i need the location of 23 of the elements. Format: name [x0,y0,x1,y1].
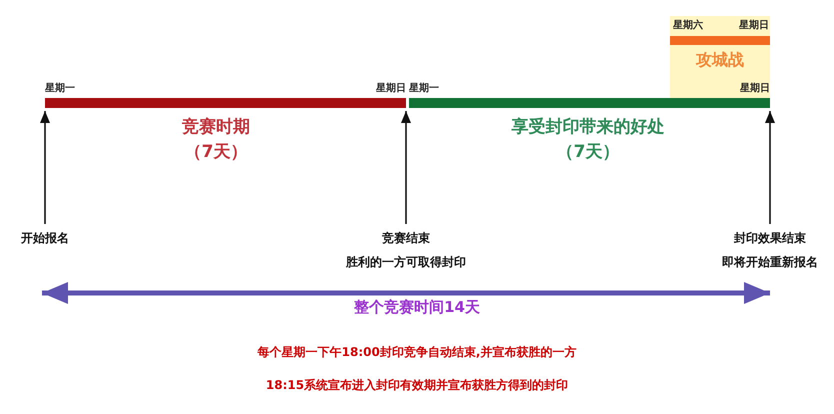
event-label: 开始报名 [20,230,70,247]
period-label: （7天） [184,141,248,163]
day-label: 星期六 [673,18,703,32]
day-label: 星期一 [45,82,75,95]
highlight-box [670,16,770,98]
event-label: 竞赛结束 [381,230,431,247]
period-label: 攻城战 [694,50,745,71]
arrow [40,111,50,224]
arrow [401,111,411,224]
day-label: 星期日 [740,82,770,95]
event-label: 胜利的一方可取得封印 [344,254,467,271]
event-label: 封印效果结束 [733,230,807,247]
note-text: 每个星期一下午18:00封印竞争自动结束,并宣布获胜的一方 [258,344,576,361]
day-label: 星期日 [739,18,769,32]
day-label: 星期日 [376,82,406,95]
note-text: 整个竞赛时间14天 [354,298,480,317]
day-label: 星期一 [409,82,439,95]
event-label: 即将开始重新报名 [721,254,819,271]
period-label: 享受封印带来的好处 [510,116,666,138]
period-label: （7天） [556,141,620,163]
period-label: 竞赛时期 [181,116,251,138]
note-text: 18:15系统宣布进入封印有效期并宣布获胜方得到的封印 [266,377,568,394]
arrow [765,111,775,224]
